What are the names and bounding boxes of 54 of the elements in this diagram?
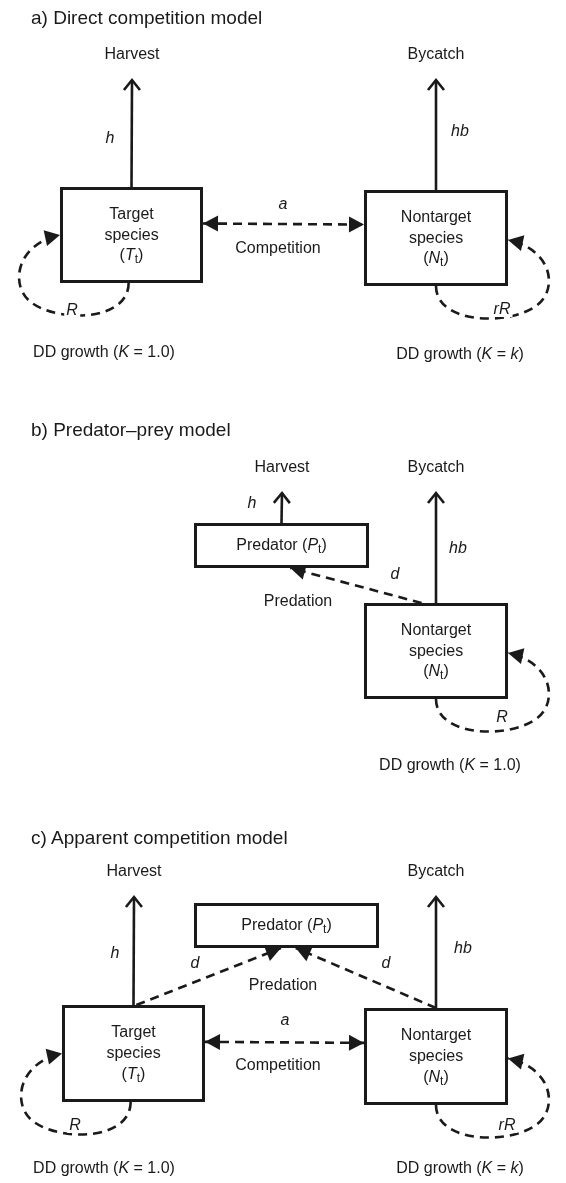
dashed-arrow <box>434 649 551 733</box>
edge-label: hb <box>452 940 474 956</box>
edge-label: rR <box>496 1117 518 1133</box>
dashed-arrow <box>434 1055 551 1139</box>
species-box: Nontarget species (N$_{t}$) <box>364 603 508 699</box>
edge-label: hb <box>449 123 471 139</box>
interaction-label: Competition <box>235 1055 321 1075</box>
panel-title: b) Predator–prey model <box>31 418 231 442</box>
dashed-arrow <box>434 236 551 320</box>
dashed-arrow <box>203 215 364 233</box>
flow-label: Harvest <box>242 457 322 493</box>
species-box: Predator (P$_{t}$) <box>194 903 379 948</box>
arrow <box>122 78 142 187</box>
dashed-arrow <box>135 946 282 1007</box>
edge-label: h <box>245 495 259 511</box>
edge-label: R <box>64 302 80 318</box>
flow-label: Bycatch <box>396 457 476 493</box>
growth-note: DD growth (K = 1.0) <box>33 1158 175 1178</box>
edge-label: d <box>388 566 402 582</box>
interaction-label: Competition <box>235 238 321 258</box>
growth-note: DD growth (K = 1.0) <box>33 342 175 362</box>
panel-title: c) Apparent competition model <box>31 826 288 850</box>
growth-note: DD growth (K = k) <box>396 1158 524 1178</box>
flow-label: Bycatch <box>396 44 476 80</box>
dashed-arrow <box>295 946 437 1010</box>
dashed-arrow <box>205 1033 364 1051</box>
edge-label: rR <box>491 301 513 317</box>
dashed-arrow <box>19 1050 132 1136</box>
panel-title: a) Direct competition model <box>31 6 263 30</box>
dashed-arrow <box>17 231 130 317</box>
interaction-label: Predation <box>263 591 333 611</box>
edge-label: h <box>108 945 122 961</box>
edge-label: d <box>188 955 202 971</box>
growth-note: DD growth (K = 1.0) <box>379 755 521 775</box>
growth-note: DD growth (K = k) <box>396 344 524 364</box>
arrow <box>272 491 292 524</box>
edge-label: R <box>67 1117 83 1133</box>
edge-label: R <box>494 709 510 725</box>
flow-label: Harvest <box>94 861 174 897</box>
edge-label: hb <box>447 540 469 556</box>
arrow <box>124 895 144 1005</box>
species-box: Nontarget species (N$_{t}$) <box>364 190 508 286</box>
interaction-label: Predation <box>248 975 318 995</box>
arrow <box>426 78 446 190</box>
arrow <box>426 895 446 1008</box>
species-box: Target species (T$_{t}$) <box>60 187 203 283</box>
flow-label: Bycatch <box>396 861 476 897</box>
species-box: Target species (T$_{t}$) <box>62 1005 205 1102</box>
edge-label: d <box>379 955 393 971</box>
flow-label: Harvest <box>92 44 172 80</box>
edge-label: h <box>103 130 117 146</box>
arrow <box>426 491 446 603</box>
species-box: Nontarget species (N$_{t}$) <box>364 1008 508 1105</box>
species-box: Predator (P$_{t}$) <box>194 523 369 568</box>
